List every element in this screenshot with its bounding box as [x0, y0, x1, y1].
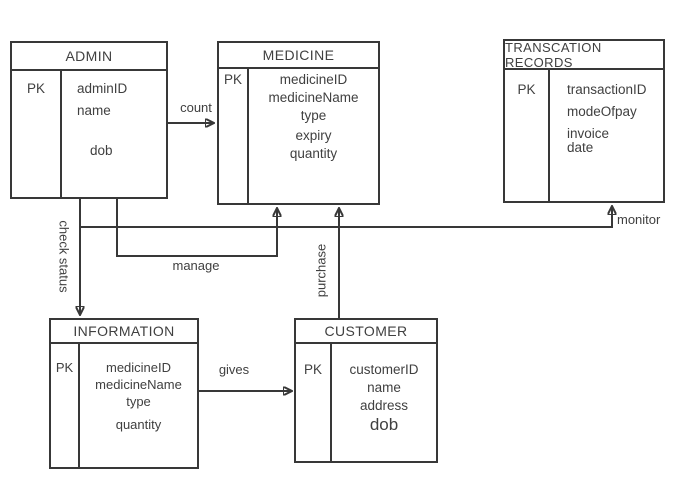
- relationship-label-manage: manage: [172, 258, 220, 273]
- entity-information-attributes: medicineID medicineName type quantity: [80, 344, 197, 467]
- attribute: address: [359, 398, 409, 413]
- attribute: medicineName: [268, 90, 359, 105]
- relationship-label-count: count: [180, 100, 212, 115]
- entity-information-body: PK medicineID medicineName type quantity: [51, 344, 197, 467]
- relationship-label-purchase: purchase: [313, 243, 329, 298]
- entity-admin-pk-label: PK: [12, 71, 62, 197]
- entity-customer-pk-label: PK: [296, 344, 332, 461]
- relationship-label-gives: gives: [218, 362, 250, 377]
- entity-customer-attributes: customerID name address dob: [332, 344, 436, 461]
- attribute: medicineID: [279, 72, 348, 87]
- entity-medicine-pk-label: PK: [219, 69, 249, 203]
- relationship-label-check-status: check status: [56, 220, 72, 293]
- attribute: medicineID: [105, 360, 172, 375]
- entity-information-pk-label: PK: [51, 344, 80, 467]
- entity-customer-body: PK customerID name address dob: [296, 344, 436, 461]
- attribute: adminID: [77, 81, 128, 96]
- attribute: invoice: [567, 126, 610, 141]
- attribute: dob: [369, 415, 399, 434]
- attribute: type: [126, 394, 151, 409]
- entity-customer[interactable]: CUSTOMER PK customerID name address dob: [294, 318, 438, 463]
- entity-information-title: INFORMATION: [51, 320, 197, 344]
- attribute: name: [367, 380, 401, 395]
- relationship-label-monitor: monitor: [617, 212, 661, 227]
- attribute: transactionID: [567, 82, 647, 97]
- attribute: modeOfpay: [567, 104, 637, 119]
- attribute: quantity: [115, 417, 162, 432]
- entity-information[interactable]: INFORMATION PK medicineID medicineName typ…: [49, 318, 199, 469]
- attribute: name: [77, 103, 111, 118]
- attribute: expiry: [295, 128, 332, 143]
- attribute: quantity: [289, 146, 338, 161]
- entity-medicine[interactable]: MEDICINE PK medicineID medicineName type ex…: [217, 41, 380, 205]
- attribute: medicineName: [95, 377, 182, 392]
- entity-medicine-attributes: medicineID medicineName type expiry quantity: [249, 69, 378, 203]
- entity-medicine-body: PK medicineID medicineName type expiry quant…: [219, 69, 378, 203]
- connector-monitor[interactable]: [80, 206, 612, 228]
- entity-customer-title: CUSTOMER: [296, 320, 436, 344]
- entity-medicine-title: MEDICINE: [219, 43, 378, 69]
- entity-admin-title: ADMIN: [12, 43, 166, 71]
- attribute: dob: [90, 143, 113, 158]
- entity-transaction-records-pk-label: PK: [505, 70, 550, 201]
- entity-transaction-records[interactable]: TRANSCATION RECORDS PK transactionID mode…: [503, 39, 665, 203]
- entity-admin[interactable]: ADMIN PK adminID name dob: [10, 41, 168, 199]
- attribute: date: [567, 140, 594, 155]
- attribute: customerID: [349, 362, 419, 377]
- entity-admin-attributes: adminID name dob: [62, 71, 166, 197]
- entity-transaction-records-title: TRANSCATION RECORDS: [505, 40, 663, 70]
- attribute: type: [300, 108, 327, 123]
- entity-admin-body: PK adminID name dob: [12, 71, 166, 197]
